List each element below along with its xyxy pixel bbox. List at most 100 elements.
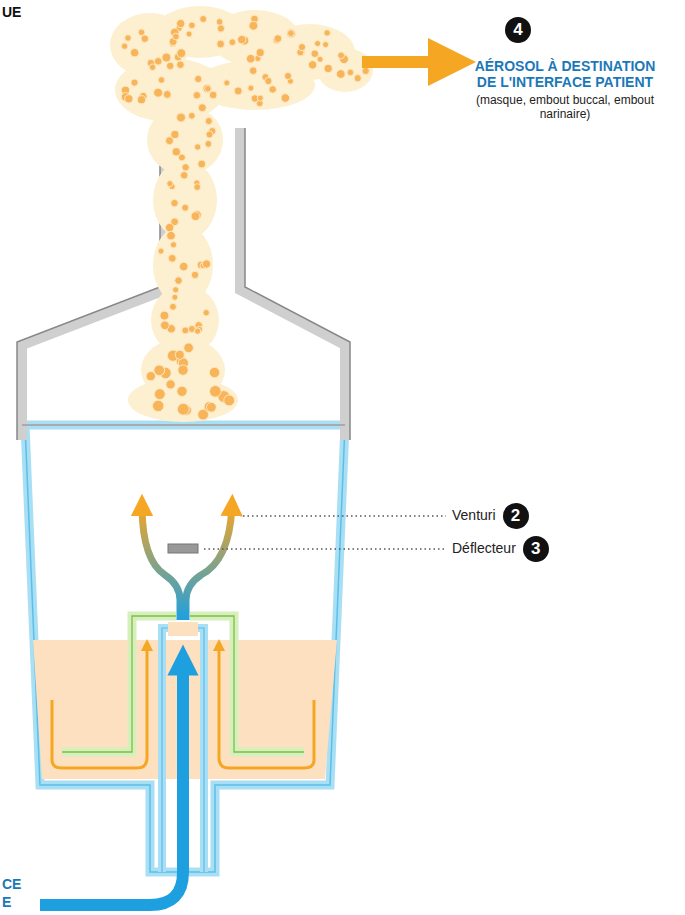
aerosol-droplet: [178, 365, 188, 375]
aerosol-droplet: [166, 62, 174, 70]
aerosol-droplet: [168, 254, 176, 262]
aerosol-droplet: [257, 95, 263, 101]
aerosol-droplet: [165, 223, 173, 231]
aerosol-droplet: [158, 248, 164, 254]
aerosol-droplet: [205, 140, 212, 147]
aerosol-droplet: [281, 94, 290, 103]
aerosol-droplet: [125, 95, 133, 103]
cut-label: E: [2, 894, 11, 910]
aerosol-droplet: [172, 294, 178, 300]
mist-blob: [317, 48, 373, 92]
aerosol-droplet: [246, 54, 255, 63]
aerosol-droplet: [205, 118, 212, 125]
aerosol-droplet: [171, 199, 178, 206]
aerosol-droplet: [153, 400, 164, 411]
aerosol-droplet: [238, 35, 246, 43]
aerosol-droplet: [207, 402, 217, 412]
aerosol-droplet: [249, 21, 258, 30]
aerosol-droplet: [186, 31, 192, 37]
aerosol-droplet: [224, 80, 230, 86]
aerosol-droplet: [311, 50, 319, 58]
aerosol-droplet: [193, 92, 200, 99]
leader-line: [243, 515, 446, 517]
aerosol-droplet: [265, 77, 272, 84]
callout-number: 4: [505, 17, 531, 43]
mist-blob: [147, 105, 223, 175]
leader-line: [204, 548, 446, 550]
aerosol-droplet: [163, 90, 171, 98]
aerosol-droplet: [158, 77, 165, 84]
aerosol-droplet: [248, 85, 254, 91]
aerosol-droplet: [154, 389, 165, 400]
aerosol-droplet: [177, 19, 185, 27]
aerosol-droplet: [200, 15, 207, 22]
aerosol-droplet: [229, 39, 236, 46]
air-inflow-arrow: [40, 660, 183, 905]
aerosol-droplet: [167, 181, 173, 187]
aerosol-label: AÉROSOL À DESTINATION DE L'INTERFACE PAT…: [470, 58, 660, 90]
aerosol-droplet: [160, 311, 169, 320]
aerosol-droplet: [362, 67, 369, 74]
aerosol-droplet: [154, 88, 163, 97]
cut-label: CE: [2, 876, 21, 892]
interface-note: (masque, embout buccal, embout narinaire…: [470, 94, 660, 122]
aerosol-droplet: [324, 64, 332, 72]
aerosol-droplet: [194, 328, 200, 334]
aerosol-droplet: [182, 204, 189, 211]
aerosol-droplet: [138, 29, 145, 36]
aerosol-droplet: [154, 365, 165, 376]
aerosol-droplet: [167, 231, 176, 240]
aerosol-droplet: [188, 112, 195, 119]
aerosol-droplet: [203, 84, 211, 92]
aerosol-droplet: [203, 309, 209, 315]
aerosol-droplet: [287, 29, 296, 38]
aerosol-droplet: [177, 386, 187, 396]
aerosol-droplet: [177, 113, 186, 122]
aerosol-droplet: [191, 212, 200, 221]
aerosol-output-arrow: [362, 56, 452, 68]
aerosol-droplet: [162, 53, 171, 62]
aerosol-droplet: [195, 75, 202, 82]
aerosol-droplet: [173, 33, 180, 40]
mist-blob: [128, 378, 238, 422]
aerosol-droplet: [284, 72, 291, 79]
aerosol-droplet: [191, 271, 198, 278]
aerosol-droplet: [131, 79, 138, 86]
aerosol-cloud: [110, 6, 373, 422]
aerosol-droplet: [308, 61, 316, 69]
aerosol-droplet: [149, 64, 155, 70]
aerosol-droplet: [209, 367, 219, 377]
aerosol-droplet: [178, 154, 185, 161]
aerosol-droplet: [180, 172, 188, 180]
aerosol-droplet: [298, 43, 305, 50]
aerosol-droplet: [194, 184, 201, 191]
callout-number: 2: [503, 503, 529, 529]
deflector: [168, 544, 198, 553]
aerosol-droplet: [161, 321, 170, 330]
aerosol-droplet: [224, 395, 235, 406]
mist-blob: [195, 60, 315, 110]
aerosol-droplet: [206, 131, 213, 138]
aerosol-droplet: [274, 35, 282, 43]
aerosol-droplet: [141, 35, 148, 42]
aerosol-droplet: [288, 30, 295, 37]
aerosol-droplet: [336, 70, 345, 79]
aerosol-droplet: [125, 35, 132, 42]
aerosol-droplet: [189, 22, 196, 29]
aerosol-droplet: [198, 104, 206, 112]
aerosol-droplet: [256, 49, 264, 57]
aerosol-droplet: [177, 49, 186, 58]
aerosol-droplet: [175, 277, 183, 285]
aerosol-droplet: [323, 42, 329, 48]
aerosol-droplet: [166, 380, 175, 389]
callout-number: 3: [523, 536, 549, 562]
aerosol-droplet: [171, 130, 179, 138]
aerosol-droplet: [217, 40, 225, 48]
cut-title: UE: [2, 4, 21, 20]
aerosol-droplet: [194, 144, 200, 150]
aerosol-droplet: [182, 327, 189, 334]
aerosol-droplet: [198, 160, 206, 168]
aerosol-droplet: [216, 19, 223, 26]
aerosol-droplet: [269, 86, 276, 93]
aerosol-droplet: [137, 96, 145, 104]
